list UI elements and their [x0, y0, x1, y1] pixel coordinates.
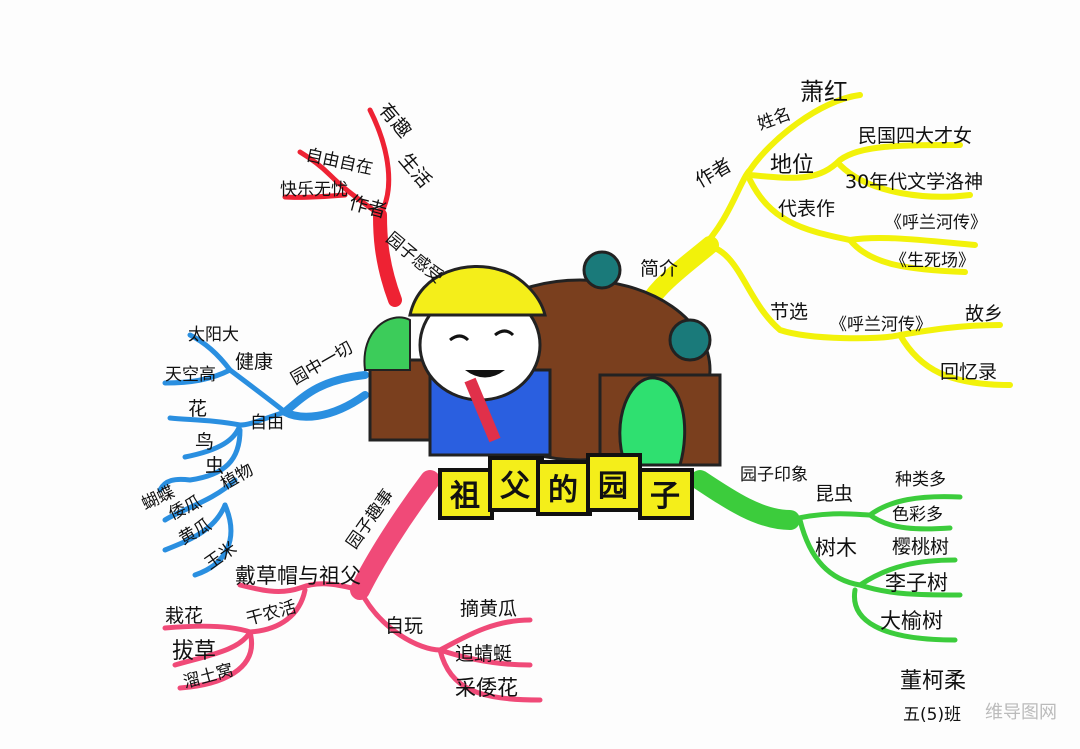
title-char: 祖 — [450, 479, 480, 514]
branch-blue — [157, 332, 369, 578]
watermark: 维导图网 — [985, 702, 1057, 723]
node-label: 故乡 — [965, 303, 1003, 325]
node-label: 栽花 — [165, 605, 203, 627]
node-label: 民国四大才女 — [858, 125, 972, 147]
node-label: 花 — [188, 398, 207, 420]
node-label: 《呼兰河传》 — [830, 315, 932, 335]
title-boxes: 祖 父 的 园 子 — [438, 453, 694, 520]
node-label: 《呼兰河传》 — [885, 213, 987, 233]
node-label: 萧红 — [800, 78, 848, 106]
node-label: 虫 — [205, 455, 224, 477]
node-label: 大榆树 — [880, 609, 943, 633]
node-label: 昆虫 — [815, 483, 853, 505]
node-label: 拔草 — [172, 639, 216, 664]
node-label: 自由自在 — [304, 145, 375, 179]
node-label: 树木 — [815, 536, 857, 560]
node-label: 干农活 — [244, 597, 298, 630]
node-label: 樱桃树 — [892, 536, 949, 558]
node-label: 戴草帽与祖父 — [235, 564, 361, 588]
title-char: 子 — [650, 479, 680, 514]
node-label: 回忆录 — [940, 361, 997, 383]
node-label: 简介 — [640, 258, 678, 280]
node-label: 追蜻蜓 — [455, 643, 512, 665]
node-label: 李子树 — [885, 571, 948, 595]
node-label: 自玩 — [385, 615, 423, 637]
node-label: 摘黄瓜 — [460, 598, 517, 620]
node-label: 作者 — [347, 192, 389, 223]
node-label: 作者 — [692, 154, 736, 192]
node-label: 采倭花 — [455, 676, 518, 700]
node-label: 溜土窝 — [181, 660, 235, 693]
node-label: 鸟 — [195, 431, 214, 453]
node-label: 节选 — [770, 301, 808, 323]
title-char: 父 — [500, 469, 530, 504]
branch-red — [282, 107, 402, 307]
node-label: 园子印象 — [740, 465, 808, 485]
node-label: 《生死场》 — [890, 251, 975, 271]
node-label: 生活 — [394, 149, 435, 192]
node-label: 代表作 — [778, 198, 835, 220]
node-label: 快乐无忧 — [280, 180, 348, 200]
signature-class: 五(5)班 — [903, 705, 961, 725]
signature-name: 董柯柔 — [900, 669, 966, 694]
node-label: 种类多 — [895, 470, 946, 490]
title-char: 的 — [548, 473, 578, 508]
node-label: 色彩多 — [892, 505, 943, 525]
node-label: 地位 — [770, 153, 814, 178]
branch-green — [690, 470, 963, 643]
node-label: 自由 — [250, 413, 284, 433]
title-char: 园 — [598, 469, 628, 504]
node-label: 30年代文学洛神 — [845, 171, 983, 193]
branch-pink — [162, 470, 543, 703]
node-label: 天空高 — [165, 365, 216, 385]
node-label: 太阳大 — [188, 325, 239, 345]
node-label: 健康 — [235, 351, 273, 373]
